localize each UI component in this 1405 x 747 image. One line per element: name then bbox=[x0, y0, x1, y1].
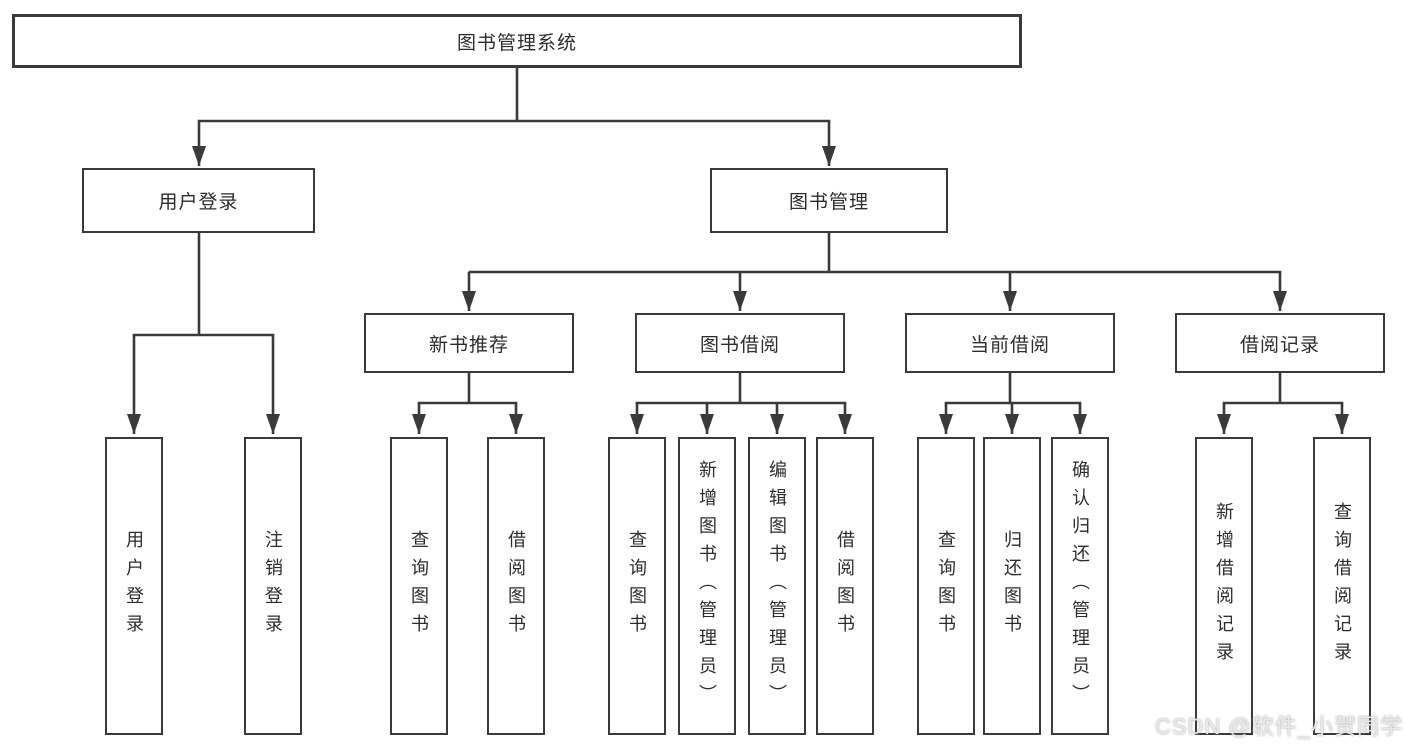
leaf-query-borrow-record: 查询借阅记录 bbox=[1313, 437, 1371, 735]
node-label: 编辑图书（管理员） bbox=[767, 460, 787, 712]
node-label: 当前借阅 bbox=[969, 334, 1050, 356]
leaf-edit-book-admin: 编辑图书（管理员） bbox=[748, 437, 806, 735]
node-root: 图书管理系统 bbox=[12, 14, 1022, 68]
leaf-return-book: 归还图书 bbox=[983, 437, 1041, 735]
node-label: 借阅记录 bbox=[1239, 334, 1320, 356]
leaf-add-borrow-record: 新增借阅记录 bbox=[1195, 437, 1253, 735]
node-label: 图书管理 bbox=[788, 192, 869, 213]
node-label: 查询图书 bbox=[627, 530, 647, 642]
node-label: 查询借阅记录 bbox=[1332, 502, 1352, 670]
node-label: 新增借阅记录 bbox=[1214, 502, 1234, 670]
node-label: 借阅图书 bbox=[835, 530, 855, 642]
node-label: 新增图书（管理员） bbox=[697, 460, 717, 712]
node-borrow-record: 借阅记录 bbox=[1175, 313, 1385, 373]
node-book-management: 图书管理 bbox=[710, 168, 948, 233]
node-book-borrow: 图书借阅 bbox=[635, 313, 845, 373]
node-label: 归还图书 bbox=[1002, 530, 1022, 642]
node-label: 确认归还（管理员） bbox=[1070, 460, 1090, 712]
leaf-query-book-3: 查询图书 bbox=[917, 437, 975, 735]
node-label: 注销登录 bbox=[263, 530, 283, 642]
leaf-query-book-1: 查询图书 bbox=[390, 437, 448, 735]
csdn-watermark: CSDN @软件_小贺同学 bbox=[1154, 714, 1403, 739]
node-label: 图书管理系统 bbox=[456, 32, 577, 54]
node-label: 用户登录 bbox=[124, 530, 144, 642]
node-user-login: 用户登录 bbox=[82, 168, 315, 233]
leaf-borrow-book-1: 借阅图书 bbox=[487, 437, 545, 735]
leaf-user-login: 用户登录 bbox=[105, 437, 163, 735]
leaf-logout: 注销登录 bbox=[244, 437, 302, 735]
node-label: 图书借阅 bbox=[699, 334, 780, 356]
node-label: 用户登录 bbox=[158, 192, 239, 213]
node-label: 查询图书 bbox=[409, 530, 429, 642]
node-new-book-recommend: 新书推荐 bbox=[364, 313, 574, 373]
node-label: 查询图书 bbox=[936, 530, 956, 642]
node-current-borrow: 当前借阅 bbox=[905, 313, 1115, 373]
leaf-add-book-admin: 新增图书（管理员） bbox=[678, 437, 736, 735]
leaf-query-book-2: 查询图书 bbox=[608, 437, 666, 735]
leaf-borrow-book-2: 借阅图书 bbox=[816, 437, 874, 735]
node-label: 借阅图书 bbox=[506, 530, 526, 642]
node-label: 新书推荐 bbox=[428, 334, 509, 356]
leaf-confirm-return-admin: 确认归还（管理员） bbox=[1051, 437, 1109, 735]
